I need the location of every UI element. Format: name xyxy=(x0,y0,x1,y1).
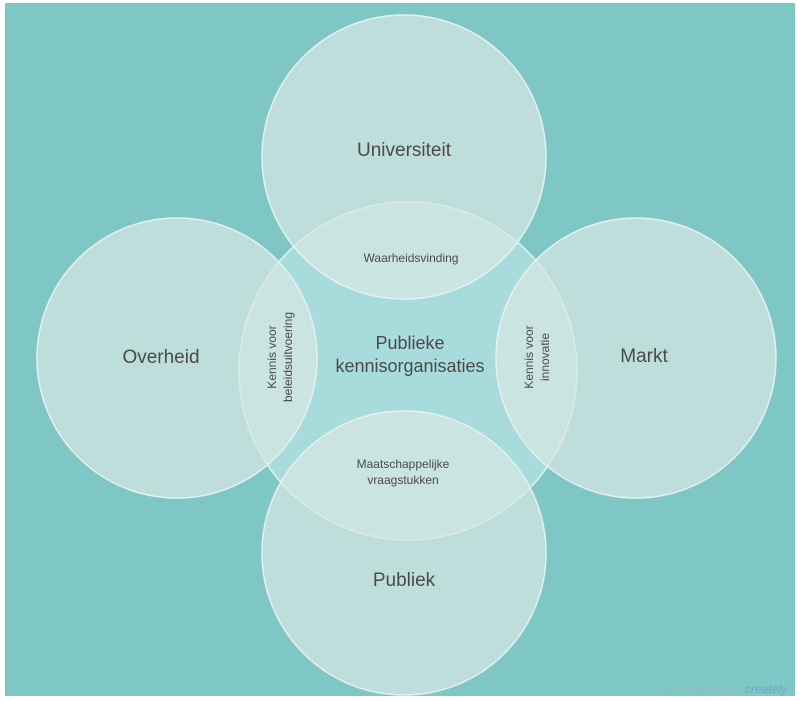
circle-markt xyxy=(495,217,777,499)
label-overheid: Overheid xyxy=(122,347,199,368)
label-universiteit: Universiteit xyxy=(357,140,452,161)
overlap-left-line2: beleidsuitvoering xyxy=(281,312,295,402)
circle-overheid xyxy=(36,217,318,499)
label-center-line2: kennisorganisaties xyxy=(335,356,484,376)
overlap-right-line2: innovatie xyxy=(538,333,552,381)
watermark-brand: creately xyxy=(745,682,788,696)
label-publiek: Publiek xyxy=(373,570,436,591)
overlap-left-line1: Kennis voor xyxy=(265,325,279,388)
overlap-right-line1: Kennis voor xyxy=(522,325,536,388)
circle-universiteit xyxy=(261,14,547,300)
overlap-bottom-line2: vraagstukken xyxy=(367,473,438,487)
overlap-bottom-line1: Maatschappelijke xyxy=(357,457,450,471)
venn-diagram: Universiteit Overheid Markt Publiek Publ… xyxy=(5,3,795,696)
overlap-left-label: Kennis voor beleidsuitvoering xyxy=(265,312,295,402)
watermark-tagline: Online diagramming & design xyxy=(663,688,742,694)
overlap-right-label: Kennis voor innovatie xyxy=(522,325,552,388)
label-markt: Markt xyxy=(620,346,668,367)
circle-publiek xyxy=(261,410,547,696)
overlap-top-label: Waarheidsvinding xyxy=(364,251,459,265)
label-center-line1: Publieke xyxy=(375,333,444,353)
